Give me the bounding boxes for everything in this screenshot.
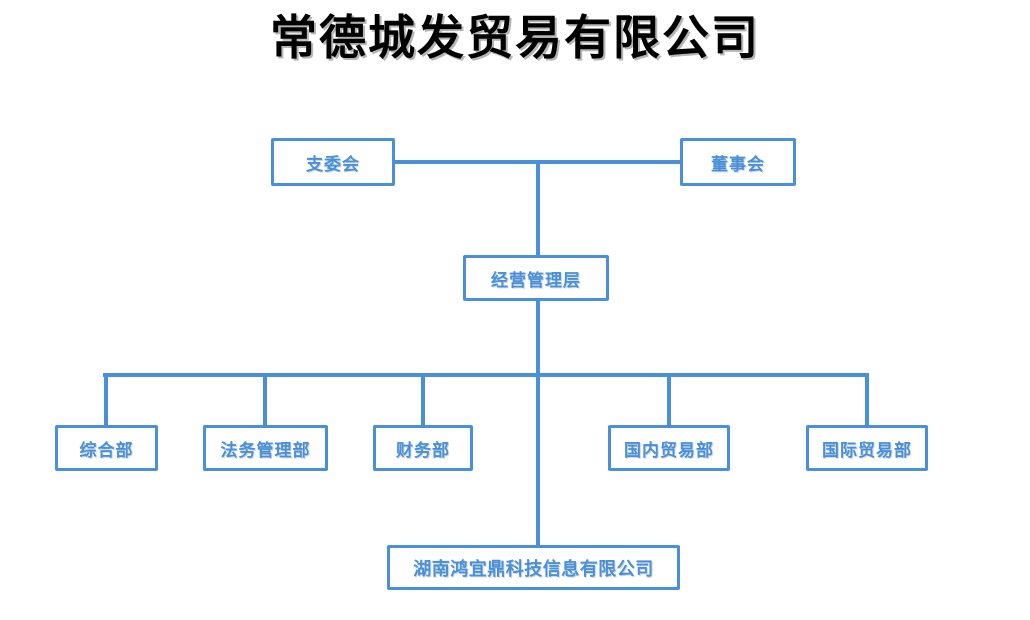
connector-drop-finance bbox=[421, 373, 425, 426]
node-legal-affairs-label: 法务管理部 bbox=[220, 440, 311, 460]
node-subsidiary-label: 湖南鸿宜鼎科技信息有限公司 bbox=[413, 558, 654, 579]
connector-drop-general-affairs bbox=[104, 373, 108, 426]
node-finance[interactable]: 财务部 bbox=[373, 425, 473, 471]
node-finance-label: 财务部 bbox=[396, 440, 450, 460]
connector-management-to-subsidiary bbox=[536, 373, 540, 547]
node-management[interactable]: 经营管理层 bbox=[463, 255, 609, 301]
connector-department-horizontal-bus bbox=[103, 373, 868, 377]
connector-drop-legal-affairs bbox=[263, 373, 267, 426]
node-domestic-trade-label: 国内贸易部 bbox=[624, 440, 714, 460]
node-legal-affairs[interactable]: 法务管理部 bbox=[203, 425, 328, 471]
node-international-trade[interactable]: 国际贸易部 bbox=[806, 425, 928, 471]
node-domestic-trade[interactable]: 国内贸易部 bbox=[608, 425, 730, 471]
connector-top-to-management bbox=[536, 160, 540, 255]
node-management-label: 经营管理层 bbox=[491, 270, 581, 290]
node-general-affairs[interactable]: 综合部 bbox=[55, 425, 158, 471]
node-general-affairs-label: 综合部 bbox=[79, 440, 134, 460]
node-party-committee[interactable]: 支委会 bbox=[271, 138, 395, 186]
node-board-of-directors[interactable]: 董事会 bbox=[680, 138, 796, 186]
node-party-committee-label: 支委会 bbox=[306, 154, 360, 174]
connector-management-to-department-bus bbox=[536, 300, 540, 375]
node-board-of-directors-label: 董事会 bbox=[711, 154, 765, 174]
connector-drop-international-trade bbox=[865, 373, 869, 426]
page-title: 常德城发贸易有限公司 bbox=[270, 13, 760, 65]
connector-drop-domestic-trade bbox=[667, 373, 671, 426]
node-international-trade-label: 国际贸易部 bbox=[822, 440, 912, 460]
node-subsidiary[interactable]: 湖南鸿宜鼎科技信息有限公司 bbox=[387, 545, 680, 590]
